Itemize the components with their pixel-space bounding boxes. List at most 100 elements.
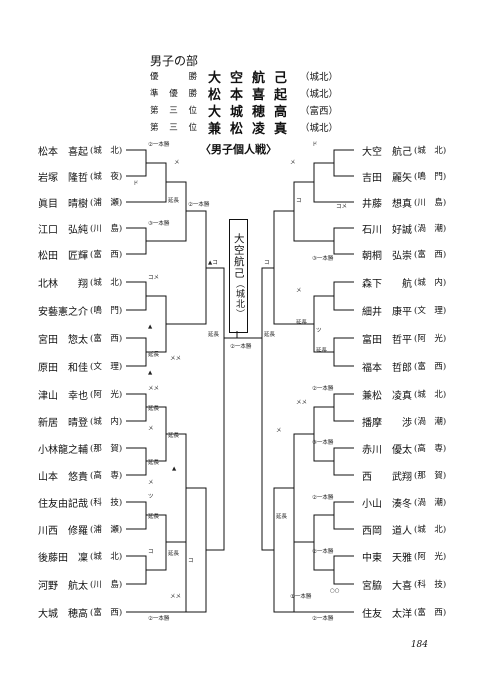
player-school: (城 北) (90, 146, 123, 156)
player-name: 西 武翔 (362, 471, 412, 483)
player-entry: 原田 和佳(文 理) (38, 358, 122, 374)
player-school: (川 島) (90, 580, 123, 590)
player-school: (城 内) (414, 278, 447, 288)
bout-mark: コ (188, 557, 194, 564)
player-entry: 山本 悠貴(高 専) (38, 467, 122, 483)
bout-mark: ツ (148, 494, 154, 500)
champion-school: （城北） (234, 279, 244, 319)
player-school: (富 西) (90, 608, 123, 618)
player-name: 兼松 凌真 (362, 390, 412, 402)
player-school: (城 北) (90, 552, 123, 562)
result-row: 優 勝 大空航己 （城北） (150, 68, 338, 86)
result-school: （富西） (300, 106, 339, 117)
bout-mark: 延長 (168, 549, 180, 557)
player-school: (鳴 門) (414, 172, 447, 182)
bracket-line (146, 514, 167, 571)
bout-mark: ②一本勝 (312, 493, 334, 501)
page-number: 184 (410, 640, 428, 650)
bout-mark: コ (296, 197, 302, 204)
player-school: (高 専) (414, 444, 447, 454)
result-row: 第三位 大城穂高 （富西） (150, 102, 339, 120)
bout-mark: 延長 (264, 330, 276, 338)
player-entry: 富田 哲平(阿 光) (362, 330, 446, 346)
bout-mark: ツ (316, 328, 322, 334)
bracket-line (313, 406, 334, 462)
player-name: 細井 康平 (362, 306, 412, 318)
player-name: 赤川 優太 (362, 444, 412, 456)
player-entry: 宮田 惣太(富 西) (38, 330, 122, 346)
player-school: (富 西) (414, 362, 447, 372)
player-name: 北林 翔 (38, 278, 88, 290)
player-name: 福本 哲郎 (362, 362, 412, 374)
player-entry: 西岡 道人(城 北) (362, 521, 446, 537)
player-entry: 森下 航(城 内) (362, 274, 446, 290)
result-name: 大空航己 (208, 70, 297, 86)
player-entry: 中東 天雅(阿 光) (362, 548, 446, 564)
player-name: 津山 幸也 (38, 390, 88, 402)
bracket-line (126, 447, 147, 476)
bout-mark: メ (174, 160, 180, 166)
player-entry: 新居 晴登(城 内) (38, 413, 122, 429)
bout-mark: 延長 (168, 431, 180, 439)
player-entry: 西 武翔(那 賀) (362, 467, 446, 483)
player-entry: 兼松 凌真(城 北) (362, 386, 446, 402)
player-name: 吉田 麗矢 (362, 172, 412, 184)
player-entry: 津山 幸也(阿 光) (38, 386, 122, 402)
bout-mark: メメ (170, 594, 181, 600)
player-school: (渦 潮) (414, 498, 447, 508)
player-entry: 大城 穂高(富 西) (38, 604, 122, 620)
result-rank: 準優勝 (150, 89, 198, 99)
player-entry: 住友由記哉(科 技) (38, 494, 122, 510)
bout-mark: メ (296, 288, 302, 294)
result-name: 大城穂高 (208, 104, 297, 120)
bout-mark: 延長 (168, 196, 180, 204)
player-school: (浦 瀬) (90, 198, 123, 208)
player-school: (富 西) (414, 250, 447, 260)
player-school: (富 西) (414, 608, 447, 618)
bout-mark: ▲ (172, 466, 177, 472)
player-school: (科 技) (90, 498, 123, 508)
bout-mark: 延長 (296, 318, 308, 326)
result-school: （城北） (300, 89, 339, 100)
player-name: 住友由記哉 (38, 498, 88, 510)
bracket-line (126, 227, 147, 255)
player-name: 河野 航太 (38, 580, 88, 592)
bout-mark: メメ (170, 356, 181, 362)
bracket-line (333, 227, 354, 255)
player-entry: 河野 航太(川 島) (38, 576, 122, 592)
player-school: (富 西) (90, 250, 123, 260)
bout-mark: 延長 (148, 404, 160, 412)
bracket-line (313, 514, 334, 571)
bracket-line (126, 281, 147, 311)
bracket-line (126, 337, 147, 367)
player-name: 小林龍之輔 (38, 444, 88, 456)
player-entry: 住友 太洋(富 西) (362, 604, 446, 620)
player-school: (阿 光) (90, 390, 123, 400)
bout-mark: メ (290, 160, 296, 166)
bracket-line (333, 281, 354, 311)
player-name: 山本 悠貴 (38, 471, 88, 483)
bracket-line (293, 433, 314, 543)
bracket-line (206, 267, 225, 551)
player-name: 眞目 晴樹 (38, 198, 88, 210)
bout-mark: コ (148, 548, 154, 555)
bout-mark: メ (276, 428, 282, 434)
player-school: (浦 瀬) (90, 525, 123, 535)
player-school: (阿 光) (414, 552, 447, 562)
player-name: 原田 和佳 (38, 362, 88, 374)
player-school: (渦 潮) (414, 417, 447, 427)
player-school: (城 北) (414, 146, 447, 156)
bout-mark: 延長 (276, 512, 288, 520)
bout-mark: ③一本勝 (312, 254, 334, 262)
player-school: (城 北) (414, 525, 447, 535)
result-rank: 第三位 (150, 123, 198, 133)
champion-name: 大空航己 (232, 233, 245, 279)
bracket-line (126, 555, 147, 585)
player-entry: 眞目 晴樹(浦 瀬) (38, 194, 122, 210)
player-name: 宮脇 大喜 (362, 580, 412, 592)
bracket-line (166, 433, 187, 543)
player-name: 松本 喜起 (38, 146, 88, 158)
player-entry: 播摩 渉(渦 潮) (362, 413, 446, 429)
player-name: 江口 弘純 (38, 224, 88, 236)
